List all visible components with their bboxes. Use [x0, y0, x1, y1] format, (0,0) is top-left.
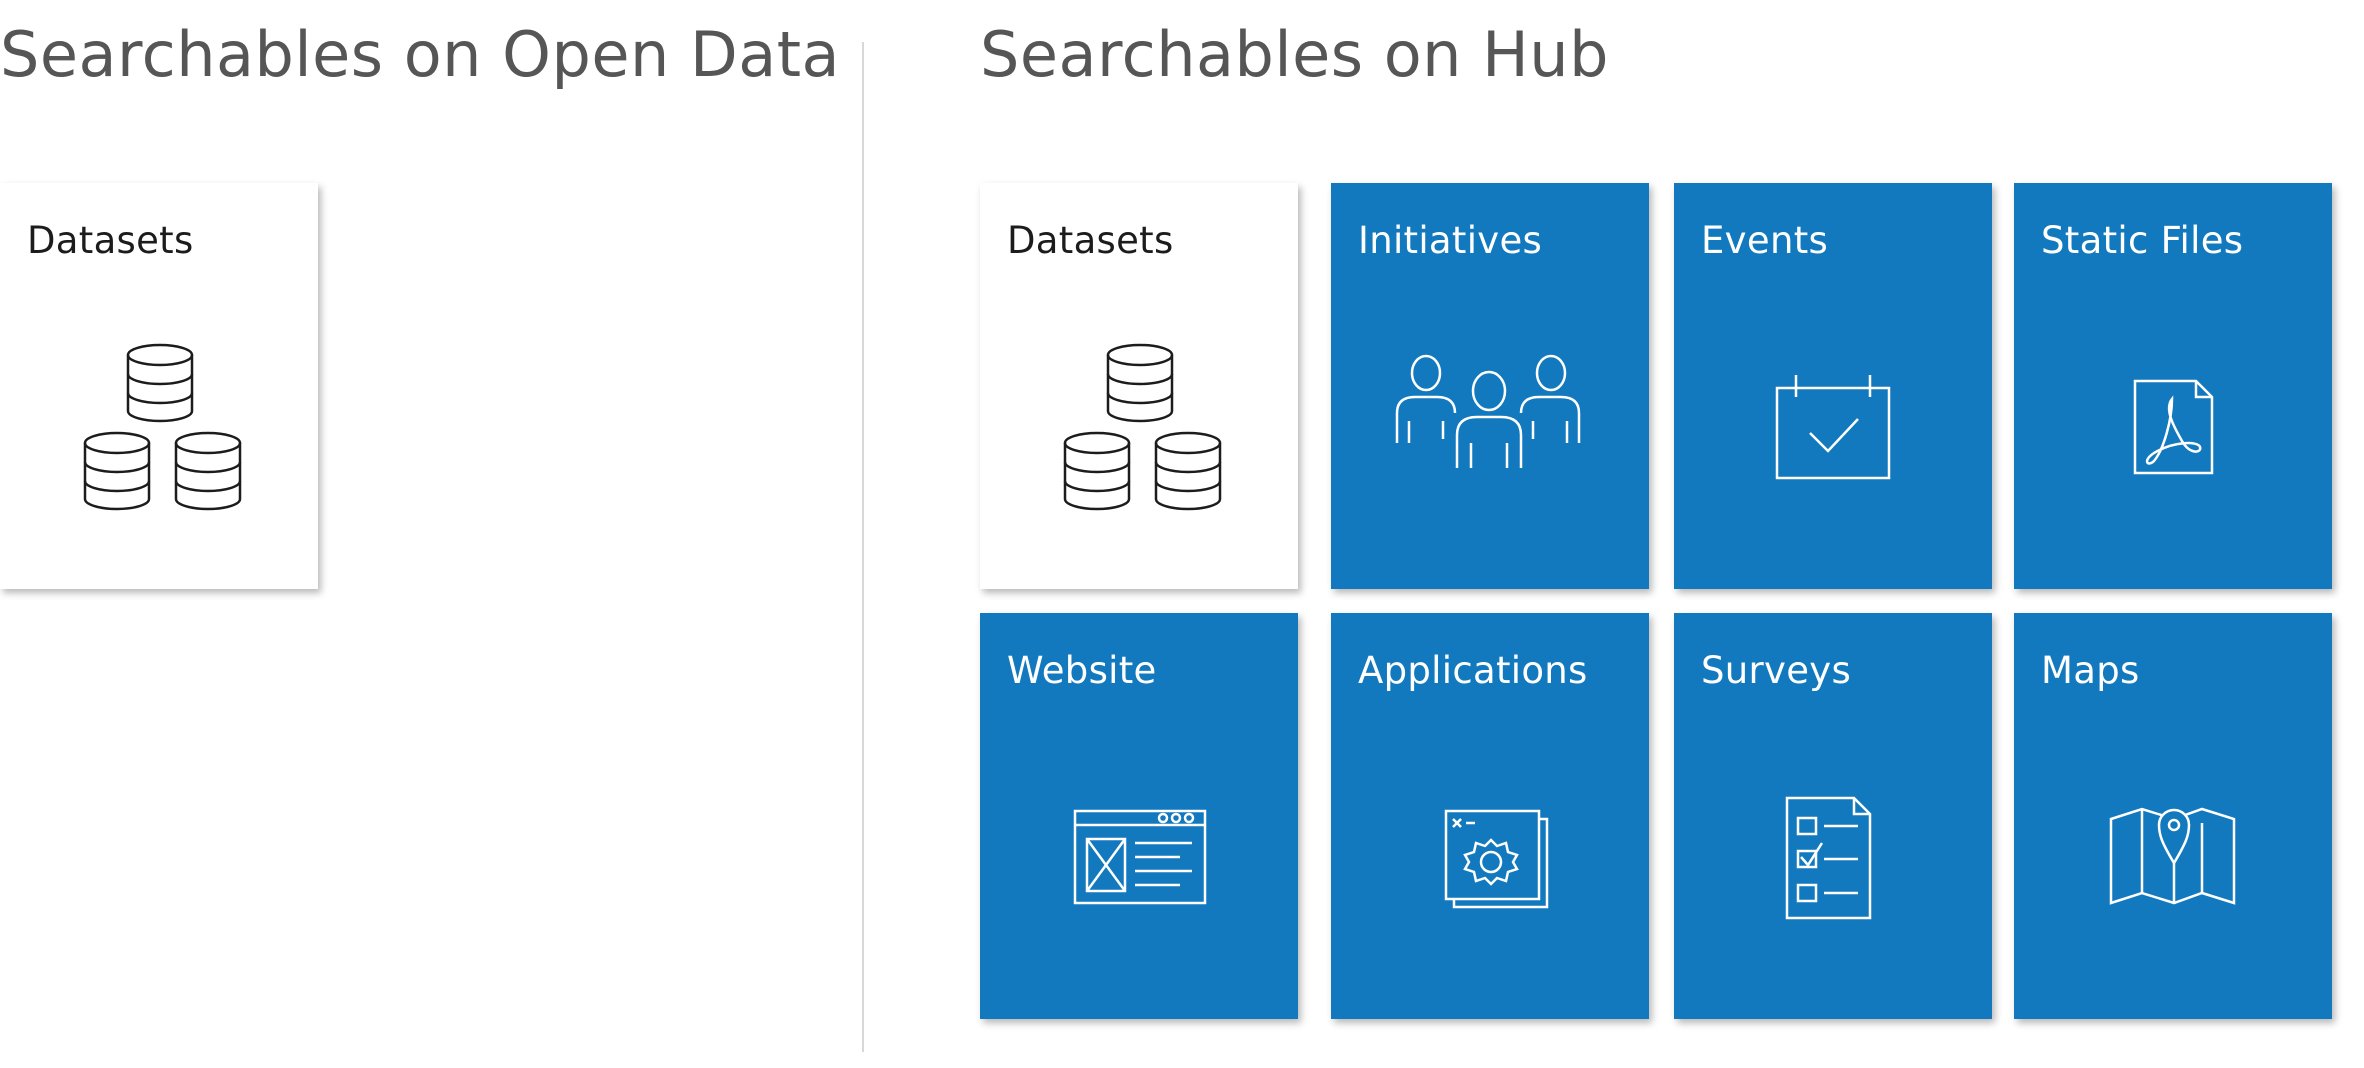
tile-label: Events	[1701, 219, 1829, 262]
open-data-heading: Searchables on Open Data	[0, 18, 841, 91]
hub-events-tile[interactable]: Events	[1674, 183, 1992, 589]
tile-label: Applications	[1358, 649, 1588, 692]
browser-window-icon	[980, 743, 1298, 973]
open-data-datasets-tile[interactable]: Datasets	[0, 183, 318, 589]
app-gear-icon	[1331, 743, 1649, 973]
tile-label: Datasets	[27, 219, 194, 262]
tile-label: Website	[1007, 649, 1157, 692]
hub-applications-tile[interactable]: Applications	[1331, 613, 1649, 1019]
hub-website-tile[interactable]: Website	[980, 613, 1298, 1019]
hub-maps-tile[interactable]: Maps	[2014, 613, 2332, 1019]
hub-initiatives-tile[interactable]: Initiatives	[1331, 183, 1649, 589]
map-pin-icon	[2014, 743, 2332, 973]
tile-label: Static Files	[2041, 219, 2244, 262]
hub-datasets-tile[interactable]: Datasets	[980, 183, 1298, 589]
tile-label: Initiatives	[1358, 219, 1543, 262]
section-divider	[862, 42, 864, 1052]
database-stack-icon	[0, 313, 318, 543]
hub-surveys-tile[interactable]: Surveys	[1674, 613, 1992, 1019]
hub-static-files-tile[interactable]: Static Files	[2014, 183, 2332, 589]
pdf-file-icon	[2014, 313, 2332, 543]
tile-label: Maps	[2041, 649, 2140, 692]
survey-checklist-icon	[1674, 743, 1992, 973]
tile-label: Surveys	[1701, 649, 1852, 692]
database-stack-icon	[980, 313, 1298, 543]
hub-heading: Searchables on Hub	[980, 18, 1609, 91]
tile-label: Datasets	[1007, 219, 1174, 262]
calendar-check-icon	[1674, 313, 1992, 543]
people-group-icon	[1331, 313, 1649, 543]
